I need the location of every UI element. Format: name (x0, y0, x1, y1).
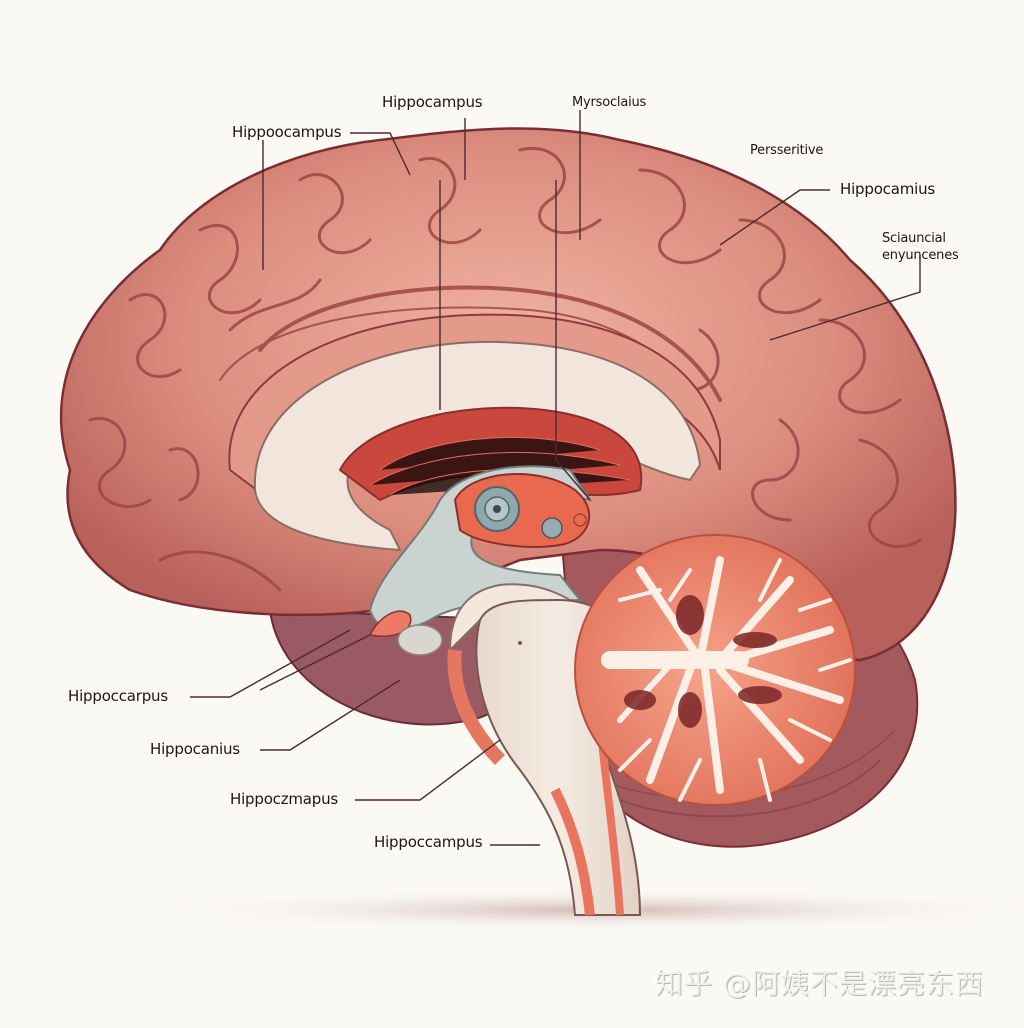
label-top-center: Hippocampus (382, 93, 483, 111)
label-right-2-line1: Sciauncial (882, 231, 946, 246)
gyri (88, 147, 922, 592)
cerebellum (574, 534, 856, 806)
label-top-right-2: Persseritive (750, 143, 824, 158)
label-right-2-line2: enyuncenes (882, 248, 959, 263)
label-top-right-1: Myrsoclaius (572, 95, 647, 110)
label-right-2: Sciauncial enyuncenes (882, 230, 959, 264)
label-bottom-left-4: Hippoccampus (374, 833, 483, 851)
label-top-left: Hippoocampus (232, 123, 342, 141)
pituitary (397, 624, 443, 656)
optic-chiasm (368, 610, 412, 637)
label-right-1: Hippocamius (840, 180, 936, 198)
watermark: 知乎 @阿姨不是漂亮东西 (655, 967, 984, 1000)
mammillary-body (541, 517, 563, 539)
label-bottom-left-3: Hippoczmapus (230, 790, 339, 808)
label-bottom-left-2: Hippocanius (150, 740, 240, 758)
leader-lines (190, 110, 921, 846)
label-bottom-left-1: Hippoccarpus (68, 687, 168, 705)
